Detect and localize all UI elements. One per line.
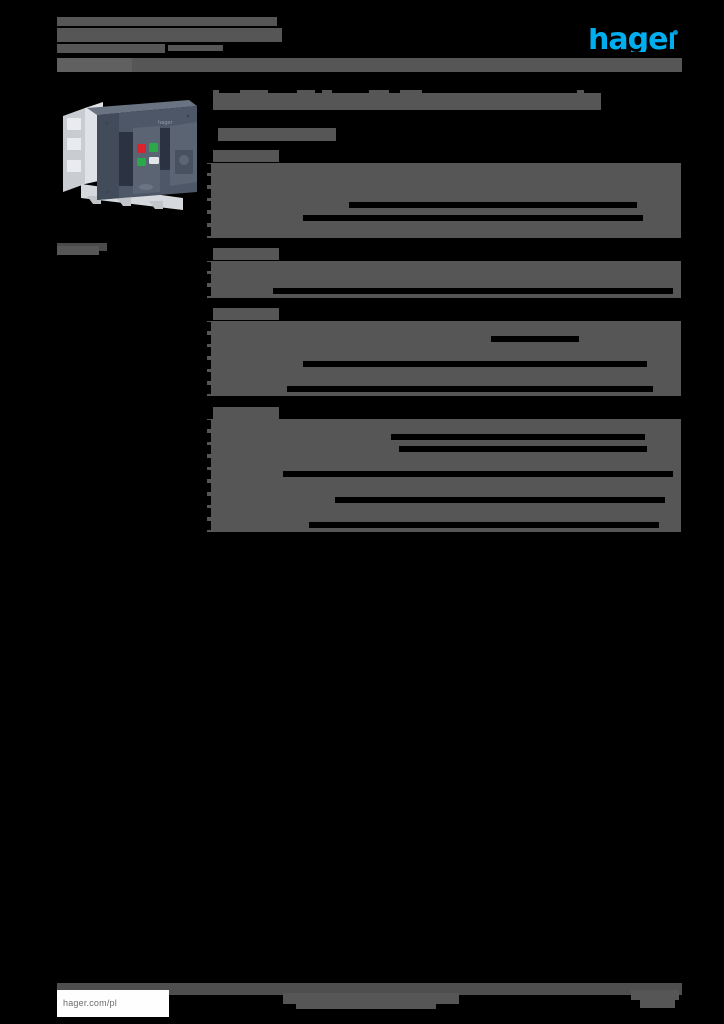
spec-row-value-separator: [303, 214, 643, 221]
spec-row: [207, 495, 681, 506]
spec-row-gutter: [207, 321, 211, 331]
hager-logo: hager: [588, 28, 678, 52]
header-subtitle-secondary: [168, 45, 223, 51]
spec-row-value-separator: [491, 335, 579, 342]
spec-row: [207, 520, 681, 531]
doc-title-ascender-7: [577, 90, 584, 95]
header-title-line2: [57, 28, 282, 42]
air-circuit-breaker-illustration: hager: [63, 100, 197, 210]
header-rule-highlight: [57, 58, 132, 72]
doc-title-ascender-5: [369, 90, 389, 95]
spec-row-gutter: [207, 457, 211, 467]
header-title-line1: [57, 17, 277, 26]
spec-row-gutter: [207, 163, 211, 173]
hager-wordmark: hager: [588, 28, 674, 52]
spec-section-label: [213, 308, 279, 321]
doc-title-ascender-6: [400, 90, 422, 95]
spec-row-gutter: [207, 261, 211, 271]
spec-row-gutter: [207, 495, 211, 505]
spec-row-gutter: [207, 420, 211, 429]
doc-title-ascender-1: [213, 90, 219, 95]
header-rule: [57, 58, 682, 72]
spec-row-value-separator: [303, 360, 647, 367]
spec-row-gutter: [207, 508, 211, 518]
spec-row: [207, 419, 681, 430]
spec-row-value-separator: [287, 385, 653, 392]
spec-row: [207, 286, 681, 297]
spec-row-gutter: [207, 359, 211, 369]
spec-row: [207, 371, 681, 382]
footer-page-number-secondary: [640, 1000, 675, 1008]
spec-row-value-separator: [273, 287, 673, 294]
spec-row-gutter: [207, 520, 211, 530]
doc-title-ascender-4: [322, 90, 332, 95]
spec-row: [207, 384, 681, 395]
spec-row-gutter: [207, 372, 211, 382]
spec-row-gutter: [207, 445, 211, 455]
spec-row-value-separator: [391, 433, 645, 440]
spec-row-gutter: [207, 213, 211, 223]
spec-row: [207, 188, 681, 199]
spec-row-gutter: [207, 347, 211, 357]
spec-row: [207, 482, 681, 493]
footer-center-text-secondary: [296, 1004, 436, 1009]
spec-row-value-separator: [349, 202, 637, 209]
doc-title: [213, 93, 601, 110]
spec-row: [207, 213, 681, 224]
spec-row-gutter: [207, 188, 211, 198]
footer-rule: [57, 983, 682, 995]
spec-row-gutter: [207, 470, 211, 480]
footer-page-number: [631, 990, 679, 1000]
doc-title-ascender-2: [240, 90, 268, 95]
spec-row-gutter: [207, 334, 211, 344]
page-header: [0, 0, 724, 80]
registered-mark-icon: [673, 30, 678, 35]
spec-row-value-separator: [335, 496, 665, 503]
spec-row-gutter: [207, 176, 211, 186]
spec-row-value-separator: [309, 521, 659, 528]
spec-row: [207, 334, 681, 345]
svg-text:hager: hager: [158, 120, 173, 126]
header-subtitle: [57, 44, 165, 53]
spec-row-gutter: [207, 432, 211, 442]
spec-section-label: [213, 150, 279, 162]
spec-row-gutter: [207, 483, 211, 492]
spec-row: [207, 457, 681, 468]
spec-row-gutter: [207, 226, 211, 236]
spec-row-gutter: [207, 201, 211, 211]
spec-row-value-separator: [283, 471, 673, 478]
spec-row-gutter: [207, 274, 211, 284]
spec-row-gutter: [207, 286, 211, 296]
footer-center-text: [283, 993, 459, 1004]
doc-title-ascender-3: [297, 90, 315, 95]
spec-row: [207, 261, 681, 272]
spec-row: [207, 226, 681, 237]
spec-row: [207, 163, 681, 174]
spec-row: [207, 200, 681, 211]
spec-section-block: [207, 320, 681, 397]
spec-row-gutter: [207, 384, 211, 394]
spec-section-label: [213, 406, 279, 419]
product-code-label: [57, 246, 99, 255]
product-photo: hager: [57, 88, 205, 218]
spec-row: [207, 432, 681, 443]
doc-subheading: [218, 128, 336, 141]
spec-row: [207, 359, 681, 370]
spec-row: [207, 507, 681, 518]
spec-row: [207, 321, 681, 332]
spec-row: [207, 273, 681, 284]
spec-row: [207, 346, 681, 357]
spec-row: [207, 469, 681, 480]
spec-row: [207, 175, 681, 186]
footer-url[interactable]: hager.com/pl: [57, 990, 169, 1017]
spec-row-value-separator: [399, 446, 647, 453]
spec-section-block: [207, 162, 681, 239]
spec-row: [207, 444, 681, 455]
spec-section-label: [213, 248, 279, 261]
